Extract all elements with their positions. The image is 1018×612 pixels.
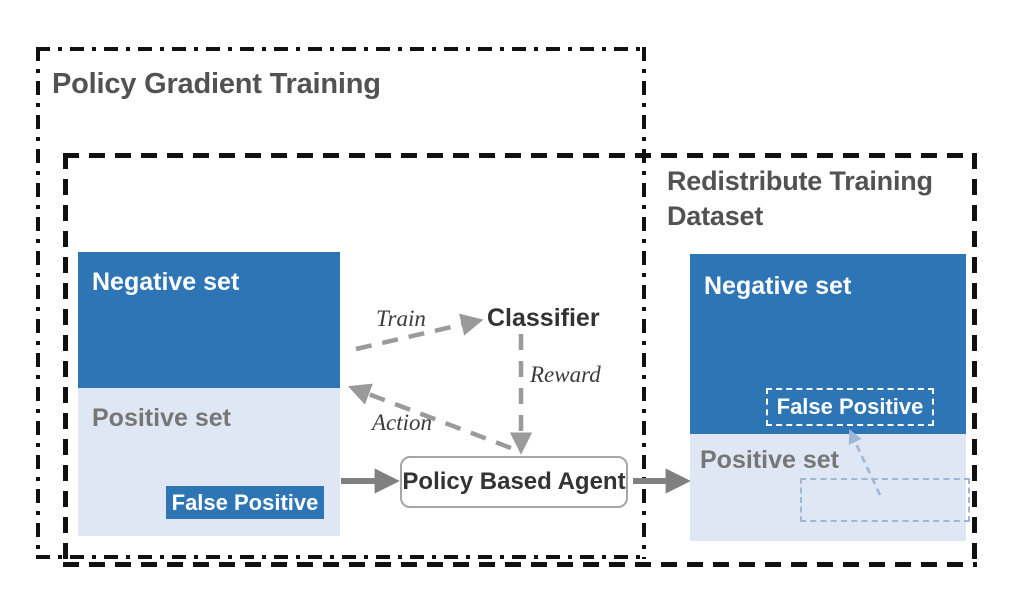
left-negative-set-band <box>78 252 340 388</box>
edge-label-action: Action <box>372 410 433 435</box>
right-negative-set-label: Negative set <box>704 272 852 300</box>
classifier-node: Classifier <box>487 304 600 332</box>
right-positive-set-band <box>690 434 966 541</box>
right-negative-set-band <box>690 254 966 434</box>
right-positive-set-label: Positive set <box>700 446 839 474</box>
right-dataset-block: Negative set Positive set False Positive <box>690 254 970 541</box>
right-empty-slot-box <box>800 478 970 522</box>
left-false-positive-box: False Positive <box>166 486 324 519</box>
policy-gradient-training-title: Policy Gradient Training <box>52 68 381 100</box>
policy-based-agent-node: Policy Based Agent <box>400 456 628 508</box>
redistribute-training-dataset-title: Redistribute Training Dataset <box>667 166 933 231</box>
left-negative-set-label: Negative set <box>92 268 240 296</box>
left-positive-set-label: Positive set <box>92 404 231 432</box>
left-dataset-block: Negative set Positive set False Positive <box>78 252 340 536</box>
right-false-positive-box: False Positive <box>766 388 934 426</box>
edge-label-train: Train <box>376 306 426 331</box>
edge-label-reward: Reward <box>530 362 601 387</box>
policy-based-agent-label: Policy Based Agent <box>402 468 626 495</box>
